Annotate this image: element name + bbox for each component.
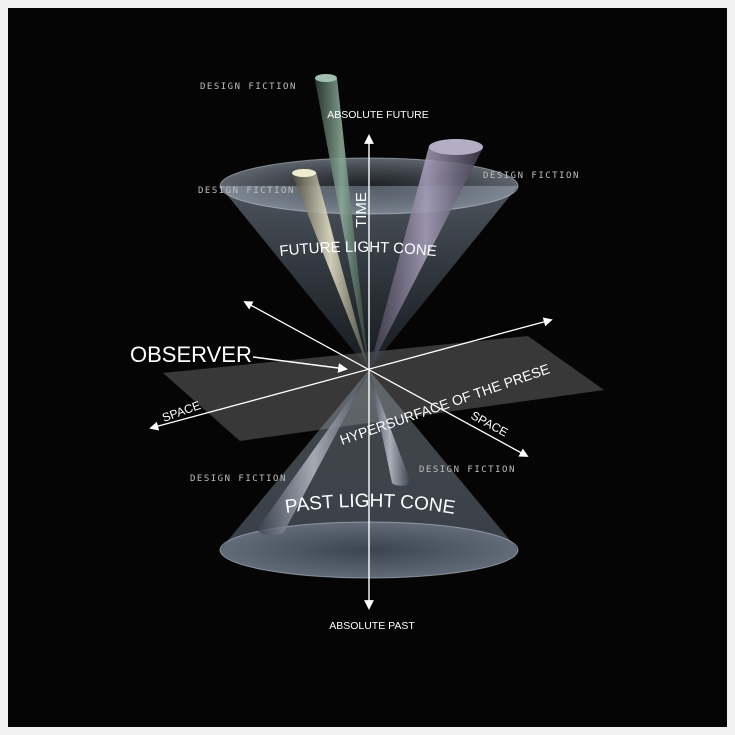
space-label-left: SPACE [160,398,202,425]
absolute-past-label: ABSOLUTE PAST [329,620,415,632]
future-light-cone-label: FUTURE LIGHT CONE [279,239,438,260]
observer-label: OBSERVER [130,342,252,367]
future-beam-purple-top [429,139,483,155]
design-fiction-label-4: DESIGN FICTION [190,474,287,484]
design-fiction-label-5: DESIGN FICTION [419,465,516,475]
design-fiction-label-3: DESIGN FICTION [483,171,580,181]
absolute-future-label: ABSOLUTE FUTURE [327,109,429,121]
future-beam-green-top [315,74,337,82]
design-fiction-label-2: DESIGN FICTION [198,186,295,196]
time-label: TIME [353,192,370,228]
diagram-canvas: ABSOLUTE FUTURE ABSOLUTE PAST TIME OBSER… [8,8,727,727]
future-beam-green [314,74,369,371]
space-axis-2 [243,301,529,457]
future-beam-cream-top [292,169,316,177]
design-fiction-label-1: DESIGN FICTION [200,82,297,92]
observer-pointer-arrow [252,356,348,373]
light-cone-diagram: ABSOLUTE FUTURE ABSOLUTE PAST TIME OBSER… [8,8,604,632]
